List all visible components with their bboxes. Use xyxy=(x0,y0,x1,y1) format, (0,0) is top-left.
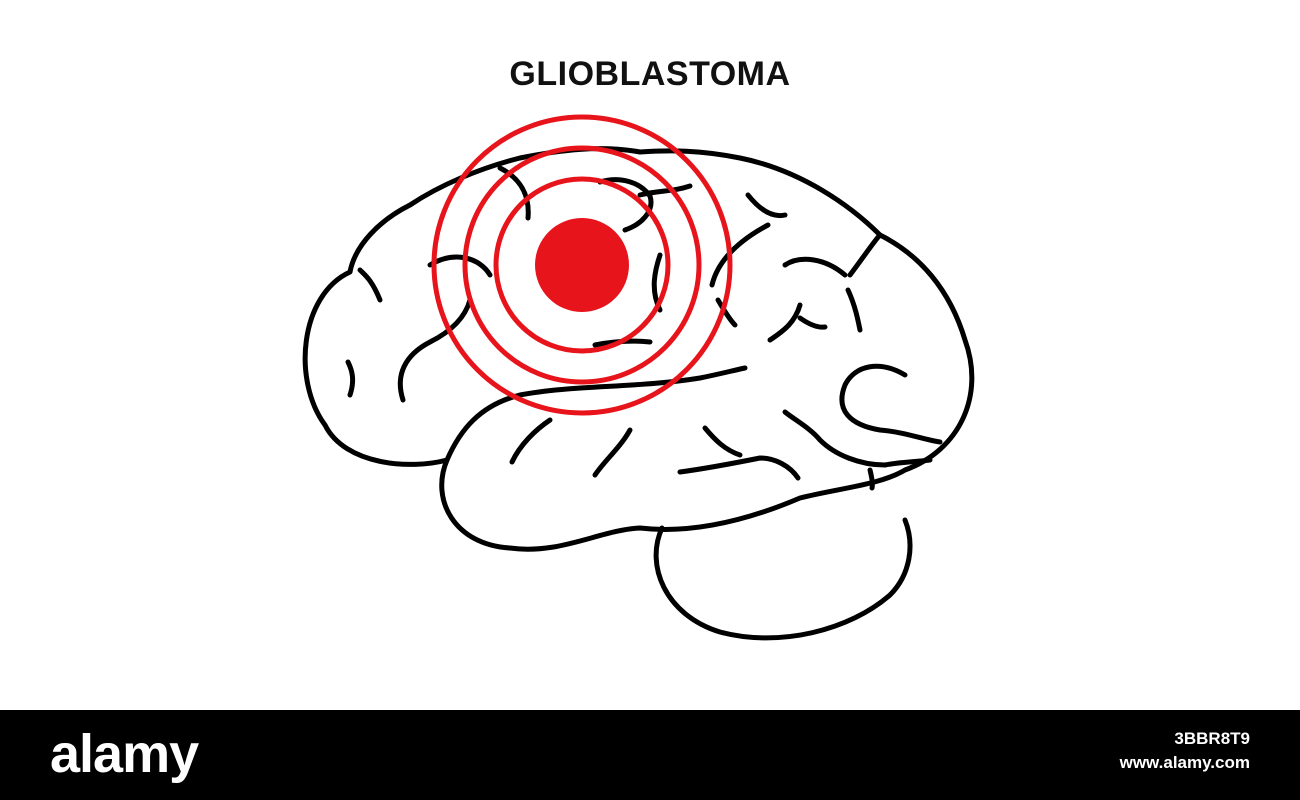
tumor-target-icon xyxy=(431,114,733,416)
sulcus-20 xyxy=(677,455,801,481)
sulcus-21 xyxy=(702,425,743,458)
sulcus-1 xyxy=(357,267,383,303)
sulcus-14 xyxy=(797,315,828,330)
sylvian-fissure xyxy=(444,365,748,463)
sulcus-13 xyxy=(767,302,803,343)
sulcus-23 xyxy=(867,467,875,491)
sulcus-3 xyxy=(397,297,473,403)
sulcus-7 xyxy=(637,183,693,198)
sulcus-16 xyxy=(845,287,863,333)
cerebellum-outline xyxy=(653,517,913,641)
sulcus-2 xyxy=(427,254,493,278)
brain-illustration xyxy=(302,114,975,641)
tumor-ring-outer xyxy=(431,114,733,416)
sulcus-15 xyxy=(847,232,883,278)
tumor-ring-inner xyxy=(493,176,671,354)
image-code: 3BBR8T9 xyxy=(1174,729,1250,748)
sulcus-22 xyxy=(782,409,933,468)
sulcus-12 xyxy=(782,256,848,278)
sulcus-17 xyxy=(839,363,943,445)
sulcus-4 xyxy=(345,359,356,398)
sulcus-10 xyxy=(745,192,788,219)
sulcus-5 xyxy=(497,165,531,221)
watermark-footer: alamy 3BBR8T9 www.alamy.com xyxy=(0,710,1300,800)
sulcus-6 xyxy=(597,177,654,233)
sulcus-18 xyxy=(509,417,553,465)
alamy-logo: alamy xyxy=(50,724,199,784)
brain-outline-icon xyxy=(302,146,975,641)
sulcus-19 xyxy=(592,427,633,478)
site-url: www.alamy.com xyxy=(1119,753,1250,772)
diagram-title: GLIOBLASTOMA xyxy=(509,55,791,93)
image-info: 3BBR8T9 www.alamy.com xyxy=(1120,728,1250,776)
sulcus-9 xyxy=(709,222,771,288)
tumor-core xyxy=(535,218,629,312)
tumor-ring-middle xyxy=(462,145,702,385)
sulcus-11 xyxy=(715,297,738,328)
